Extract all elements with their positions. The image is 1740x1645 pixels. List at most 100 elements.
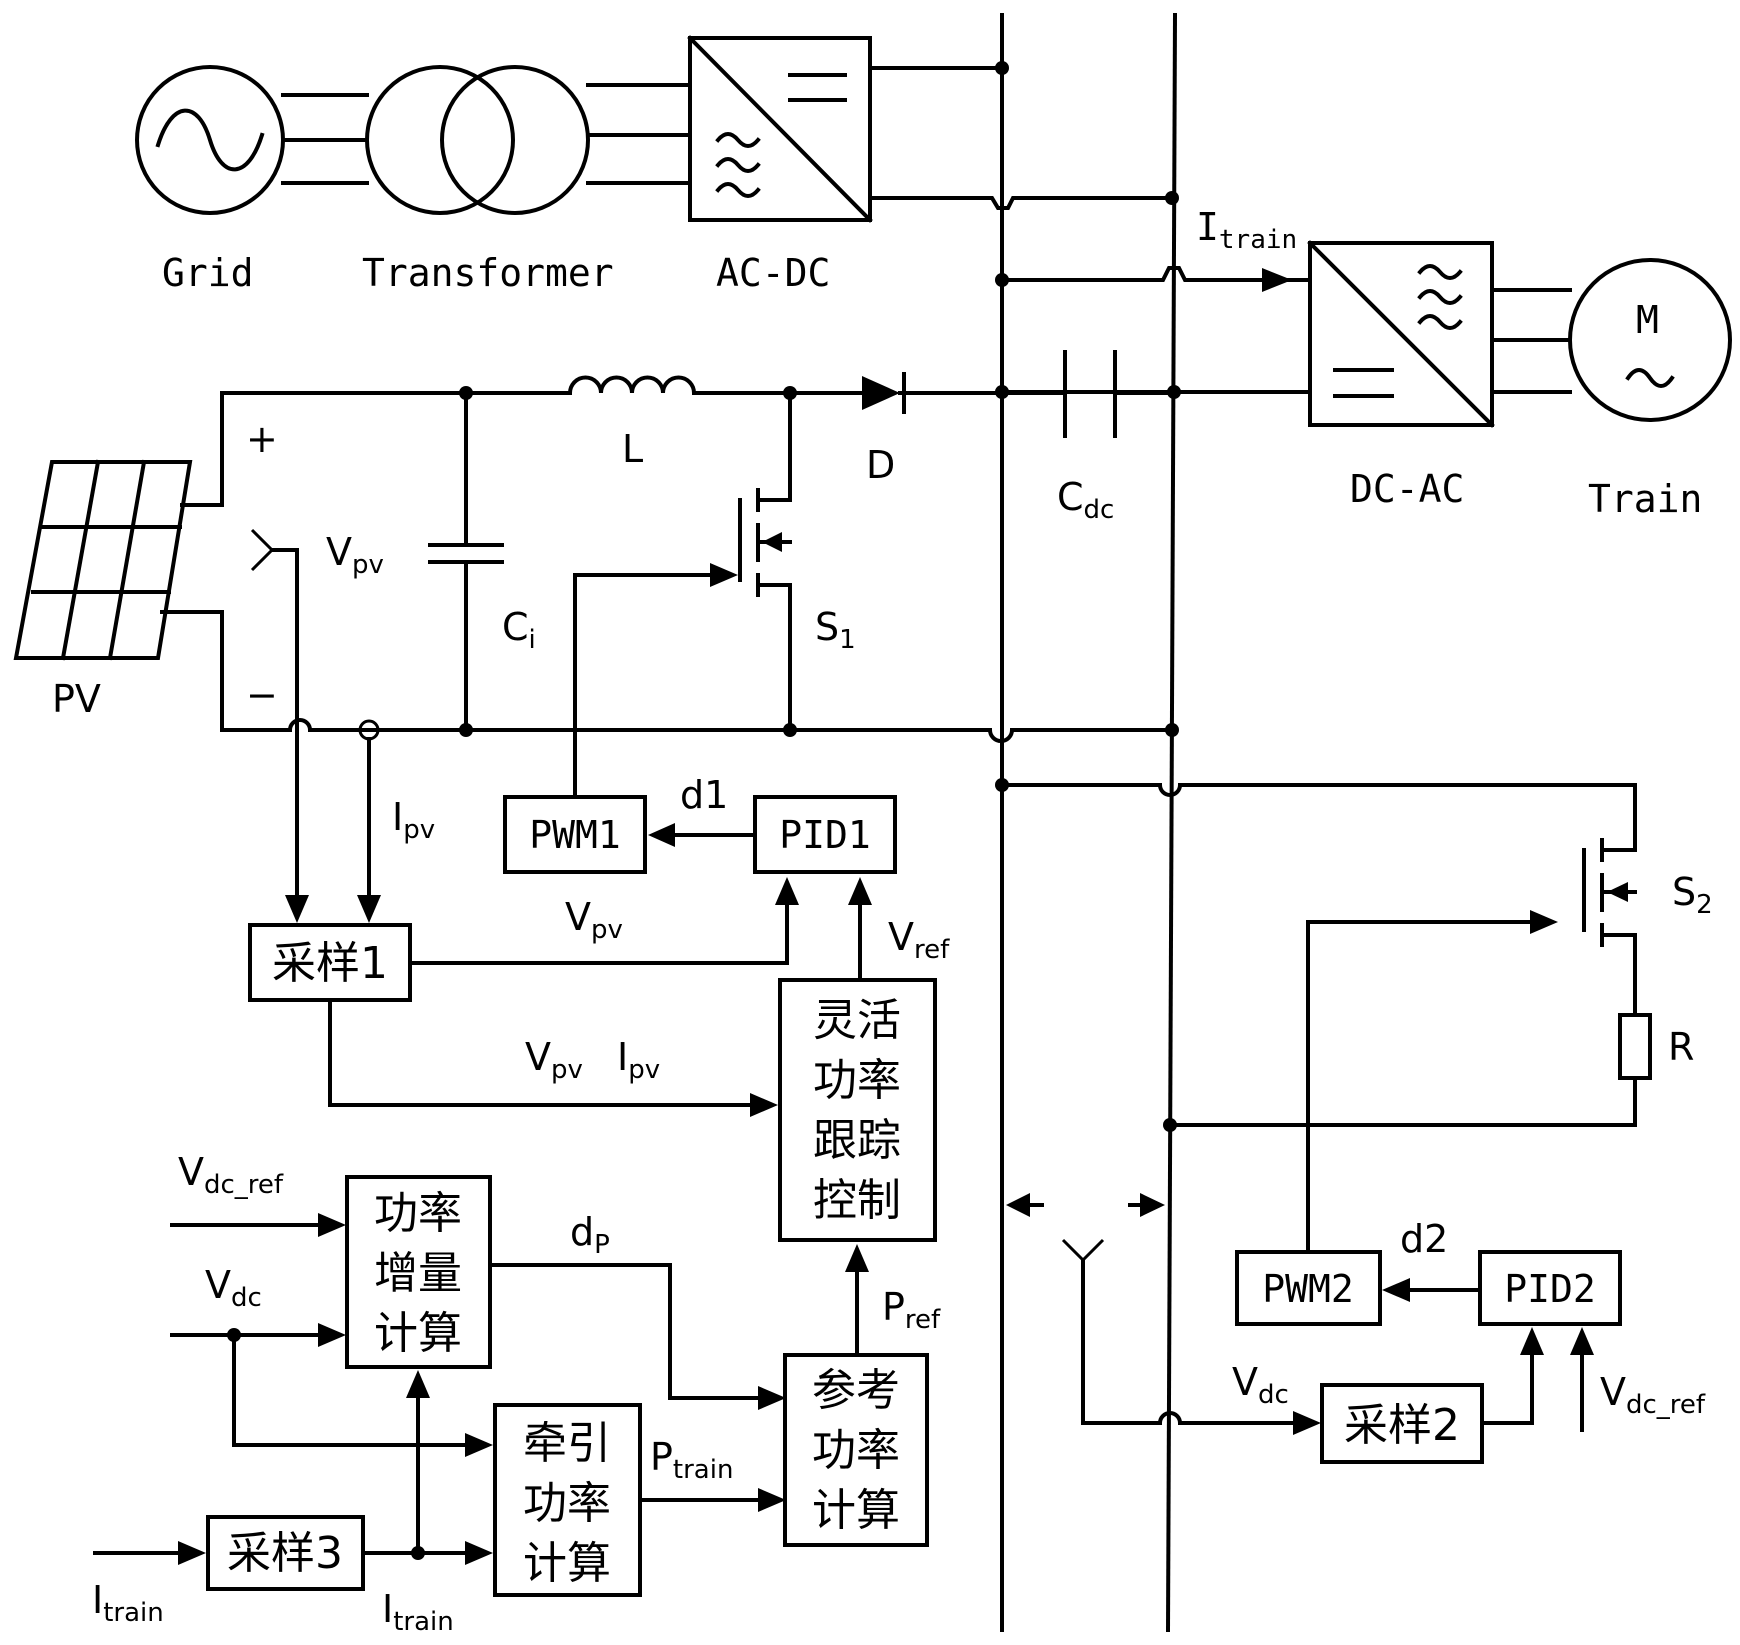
pv-panel (13, 459, 224, 661)
brake-top-wire (1000, 782, 1637, 852)
bus-node (1163, 1118, 1177, 1132)
inductor-label: L (622, 427, 643, 471)
pwm1-block (503, 795, 647, 874)
train-label: Train (1588, 477, 1702, 521)
s2-label: S2 (1672, 870, 1713, 920)
brake-vdc-label: Vdc (1232, 1360, 1289, 1410)
pid1-label: PID1 (779, 813, 871, 857)
traction-motor (1568, 258, 1732, 422)
itrain-mid-label: Itrain (382, 1587, 454, 1637)
power-inc-line-2: 增量 (374, 1248, 462, 1299)
bus-node (995, 273, 1009, 287)
ref-power-line-2: 功率 (812, 1425, 900, 1476)
transformer (365, 65, 590, 215)
ipv-label: Ipv (392, 795, 435, 845)
power-inc-line-3: 计算 (374, 1308, 462, 1359)
traction-power-block (493, 1403, 642, 1597)
vdc-label: Vdc (205, 1263, 262, 1313)
pv-top-rail (220, 391, 1004, 507)
flex-line-2: 功率 (813, 1055, 901, 1106)
dc-capacitor (1000, 350, 1174, 438)
junction (227, 1328, 241, 1342)
ptrain-label: Ptrain (650, 1435, 733, 1485)
dcac-label: DC-AC (1350, 467, 1464, 511)
pwm1-to-s1 (573, 563, 738, 799)
vpv-label: Vpv (326, 530, 384, 580)
bus-voltage-probe (1006, 1193, 1321, 1435)
flex-line-4: 控制 (813, 1175, 901, 1226)
bus-node (1165, 191, 1179, 205)
vref-label: Vref (888, 915, 950, 965)
diode-label: D (866, 443, 895, 487)
pwm2-block (1235, 1250, 1382, 1326)
r-label: R (1668, 1025, 1694, 1069)
ci-label: Ci (502, 605, 536, 655)
bus-node (1165, 723, 1179, 737)
sample2-to-pid2 (1480, 1327, 1544, 1425)
vpv-mid-label: Vpv (565, 895, 623, 945)
itrain-input (93, 1541, 206, 1565)
itrain-top-label: Itrain (1196, 205, 1297, 255)
switch-s2 (1582, 838, 1637, 1017)
power-increment-block (345, 1175, 492, 1369)
junction (459, 723, 473, 737)
pv-bottom-rail (220, 610, 1174, 743)
ref-power-line-1: 参考 (812, 1365, 900, 1416)
pid1-to-pwm1 (648, 823, 757, 847)
vdc-ref-to-pid2 (1570, 1327, 1594, 1432)
acdc-to-bus (868, 66, 1177, 210)
sample1-vpv-line (408, 877, 799, 965)
sample3-outputs (361, 1370, 493, 1565)
input-capacitor (428, 391, 504, 732)
bus-node (995, 778, 1009, 792)
acdc-label: AC-DC (716, 251, 830, 295)
sample3-block (206, 1515, 365, 1591)
sample3-label: 采样3 (227, 1528, 343, 1579)
itrain-arrow (1228, 268, 1292, 292)
pv-label: PV (52, 677, 101, 721)
vpv-low-label: Vpv (525, 1035, 583, 1085)
switch-s1 (738, 391, 792, 732)
pref-label: Pref (882, 1285, 941, 1335)
pid2-label: PID2 (1504, 1267, 1596, 1311)
transformer-label: Transformer (362, 251, 614, 295)
vpv-probe (250, 528, 309, 923)
dc-bus (1000, 12, 1178, 1633)
pid2-to-pwm2 (1382, 1278, 1482, 1302)
ref-power-line-3: 计算 (812, 1485, 900, 1536)
brake-vdc-ref-label: Vdc_ref (1600, 1370, 1706, 1420)
pref-line (845, 1244, 869, 1357)
motor-label: M (1636, 298, 1659, 342)
vdc-ref-label: Vdc_ref (178, 1150, 284, 1200)
ipv-low-label: Ipv (617, 1035, 660, 1085)
flex-line-1: 灵活 (813, 995, 901, 1046)
dp-line (488, 1263, 786, 1410)
pwm2-label: PWM2 (1262, 1267, 1354, 1311)
flex-line-3: 跟踪 (813, 1115, 901, 1166)
pwm1-label: PWM1 (529, 813, 621, 857)
minus-sign: − (246, 673, 278, 717)
traction-line-3: 计算 (523, 1538, 611, 1589)
ipv-probe (357, 719, 381, 923)
inductor (567, 375, 697, 396)
diode (862, 372, 906, 414)
sample2-label: 采样2 (1344, 1400, 1460, 1451)
d1-label: d1 (680, 773, 728, 817)
traction-line-1: 牵引 (523, 1418, 611, 1469)
brake-resistor (1618, 1013, 1652, 1080)
junction (459, 386, 473, 400)
brake-bottom-wire (1168, 1076, 1637, 1127)
plus-sign: + (246, 417, 278, 461)
junction (783, 386, 797, 400)
grid-label: Grid (162, 251, 254, 295)
d2-label: d2 (1400, 1217, 1448, 1261)
vdc-input (170, 1323, 493, 1457)
pwm2-to-s2 (1306, 910, 1558, 1254)
s1-label: S1 (815, 605, 856, 655)
junction (783, 723, 797, 737)
motor-wires (1490, 288, 1572, 394)
grid-wires (281, 83, 690, 185)
itrain-in-label: Itrain (92, 1578, 164, 1628)
vdc-ref-input (170, 1213, 346, 1237)
